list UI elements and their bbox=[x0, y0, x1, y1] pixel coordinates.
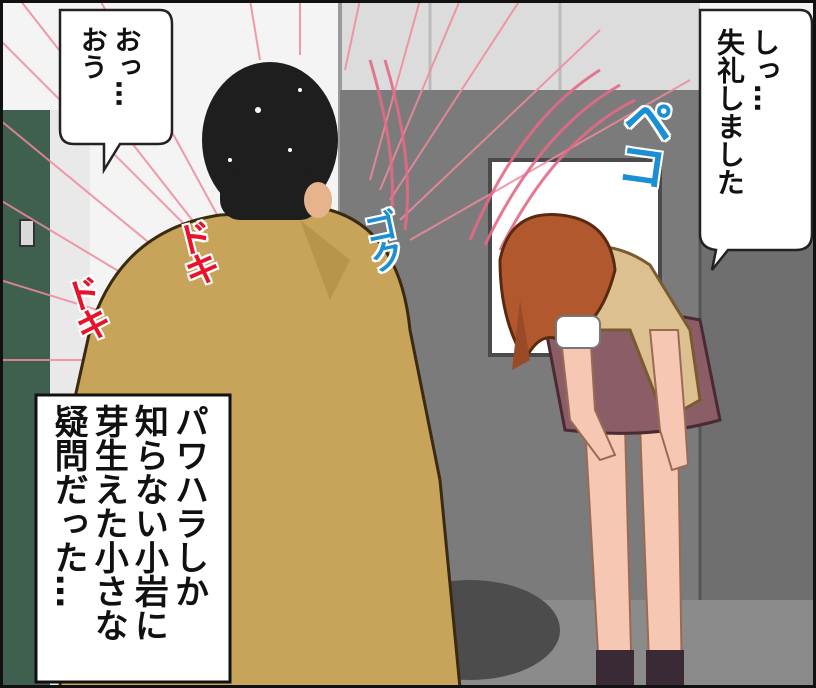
sfx-peko: ペコ bbox=[606, 90, 678, 190]
speech-bubble-right bbox=[698, 8, 814, 271]
caption-box bbox=[34, 393, 232, 684]
tension-lines bbox=[0, 0, 691, 361]
narration-caption: パワハラしか 知らない小岩に 芽生えた小さな 疑問だった… bbox=[48, 404, 209, 642]
face-mask bbox=[555, 315, 601, 349]
speech-man: おっ… おう bbox=[75, 26, 141, 107]
speech-girl: しっ… 失礼しました bbox=[713, 28, 781, 196]
window bbox=[340, 0, 700, 90]
speech-bubble-left bbox=[58, 8, 174, 175]
